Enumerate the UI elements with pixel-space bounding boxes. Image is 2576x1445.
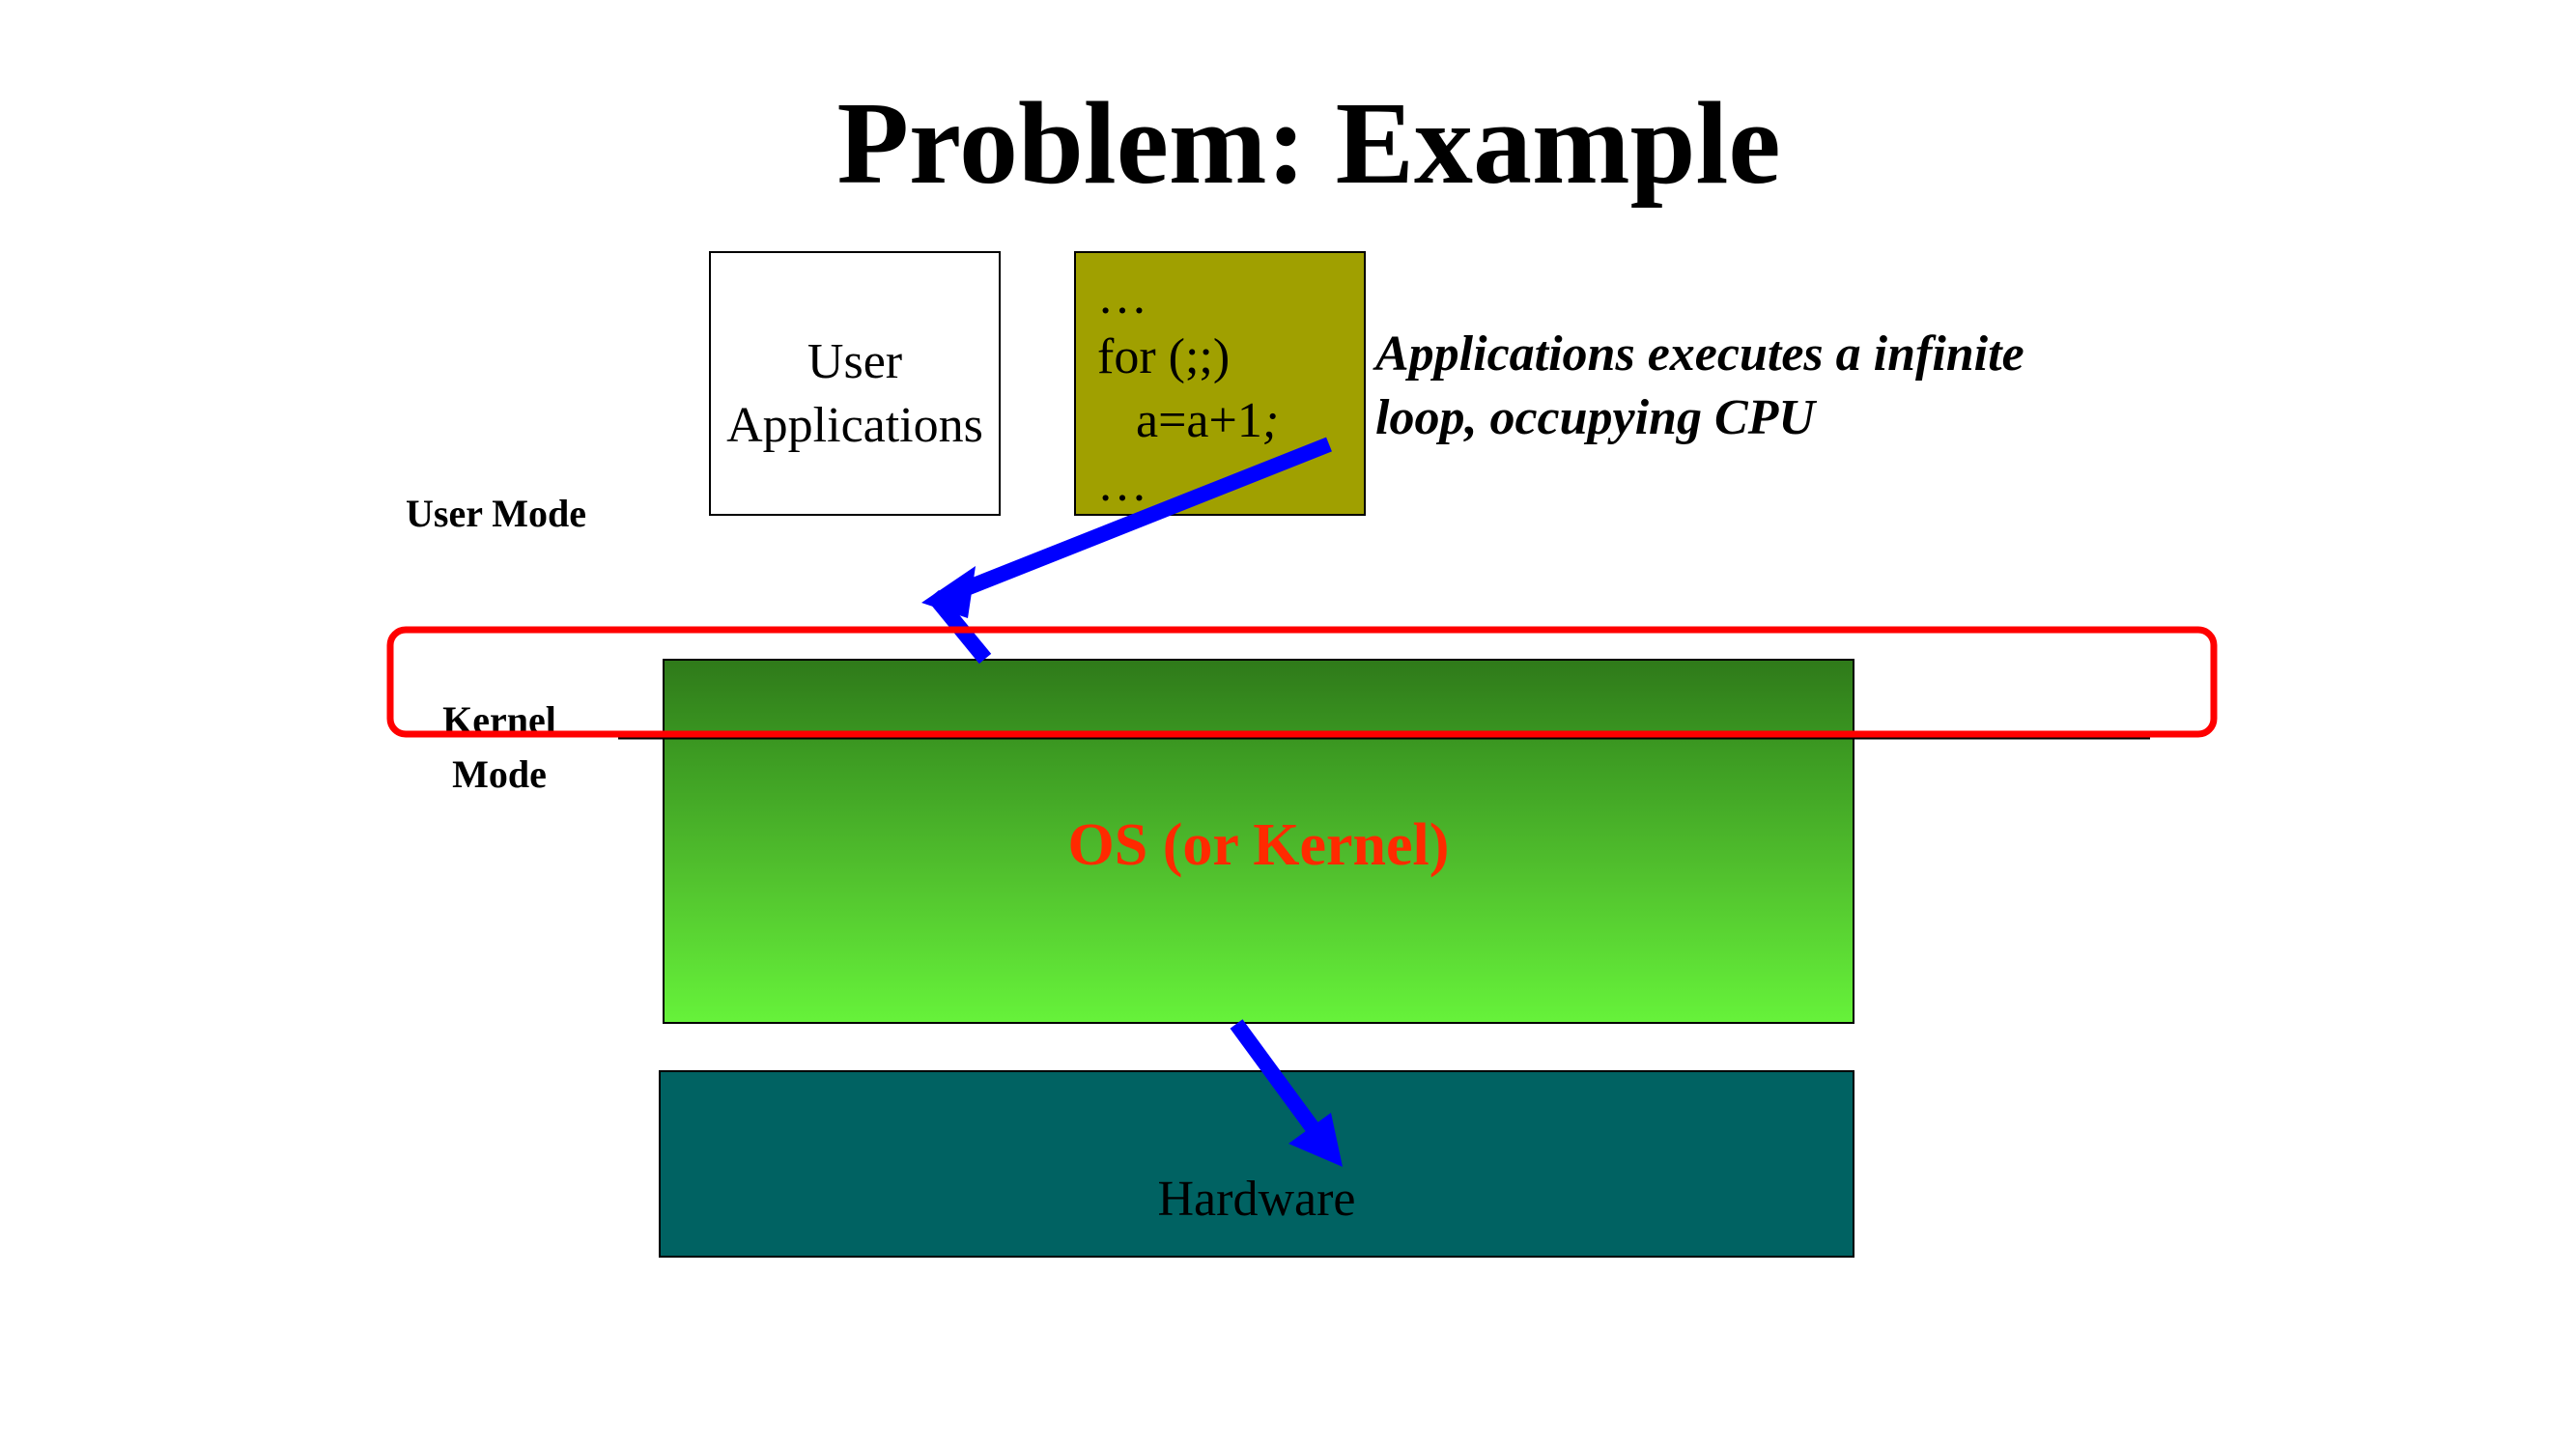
kernel-mode-line1: Kernel (442, 698, 556, 742)
annotation-line2: loop, occupying CPU (1375, 390, 1815, 445)
hardware-label: Hardware (1157, 1172, 1356, 1227)
annotation-line1: Applications executes a infinite (1375, 326, 2024, 382)
kernel-mode-label: Kernel Mode (425, 694, 574, 802)
user-applications-label: User Applications (711, 330, 999, 458)
code-for-loop: for (;;) (1097, 329, 1231, 384)
code-ellipsis-top: … (1097, 269, 1147, 325)
arrow-head-left (921, 566, 976, 618)
user-mode-label: User Mode (406, 492, 586, 535)
kernel-box: OS (or Kernel) (663, 659, 1854, 1024)
arrow-segment-entry (926, 589, 992, 665)
user-applications-box: User Applications (709, 251, 1001, 516)
user-applications-line1: User (807, 334, 903, 389)
code-ellipsis-bottom: … (1097, 457, 1147, 512)
kernel-mode-line2: Mode (452, 752, 547, 796)
code-increment: a=a+1; (1136, 396, 1279, 446)
user-applications-line2: Applications (726, 398, 983, 453)
kernel-label: OS (or Kernel) (1067, 812, 1450, 878)
code-increment-semicolon: ; (1261, 393, 1280, 448)
infinite-loop-code-box: … for (;;) a=a+1; … (1074, 251, 1366, 516)
slide-title: Problem: Example (836, 78, 1781, 209)
infinite-loop-annotation: Applications executes a infinite loop, o… (1375, 323, 2024, 450)
hardware-box: Hardware (659, 1070, 1854, 1258)
code-increment-expr: a=a+1 (1136, 393, 1262, 448)
